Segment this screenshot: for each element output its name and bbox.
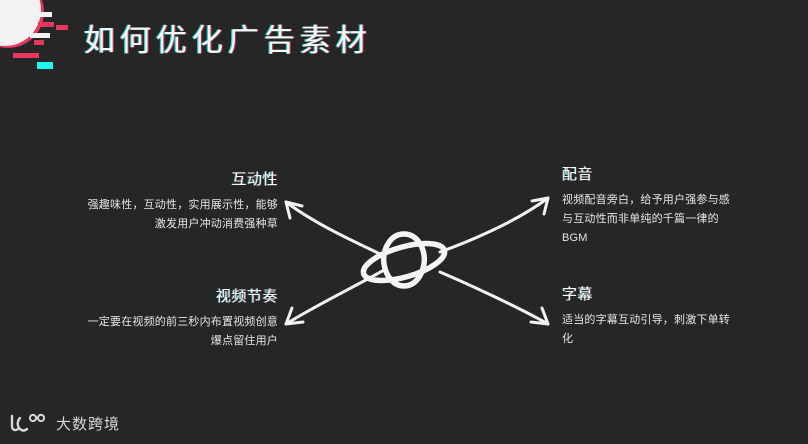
page-title: 如何优化广告素材 xyxy=(84,23,372,58)
arrow-up-left-icon xyxy=(284,200,386,258)
glitch-bar xyxy=(30,33,50,38)
dashu-logo-icon xyxy=(10,413,46,432)
glitch-bar xyxy=(34,40,44,45)
block-heading: 字幕 xyxy=(562,286,594,303)
content-block-subtitle: 字幕 适当的字幕互动引导，刺激下单转化 xyxy=(562,283,740,349)
block-body: 一定要在视频的前三秒内布置视频创意爆点留住用户 xyxy=(87,316,278,347)
glitch-bar xyxy=(18,4,28,9)
content-block-dubbing: 配音 视频配音旁白，给予用户强参与感与互动性而非单纯的千篇一律的BGM xyxy=(562,163,740,248)
arrow-down-right-icon xyxy=(438,270,550,326)
glitch-decoration-icon xyxy=(0,0,90,80)
block-body: 视频配音旁白，给予用户强参与感与互动性而非单纯的千篇一律的BGM xyxy=(562,194,730,244)
glitch-bar xyxy=(38,22,54,27)
block-body: 适当的字幕互动引导，刺激下单转化 xyxy=(562,314,730,345)
logo-text: 大数跨境 xyxy=(56,415,121,433)
block-heading: 视频节奏 xyxy=(215,288,278,305)
block-heading: 互动性 xyxy=(231,171,278,188)
glitch-bar xyxy=(13,53,39,58)
glitch-bar xyxy=(30,12,52,17)
block-body: 强趣味性，互动性，实用展示性，能够激发用户冲动消费强种草 xyxy=(87,199,278,230)
content-block-interactivity: 互动性 强趣味性，互动性，实用展示性，能够激发用户冲动消费强种草 xyxy=(78,168,278,234)
glitch-bar xyxy=(37,62,53,69)
brand-logo: 大数跨境 xyxy=(8,412,120,434)
glitch-bar xyxy=(56,25,68,30)
arrow-up-right-icon xyxy=(438,196,550,254)
content-block-rhythm: 视频节奏 一定要在视频的前三秒内布置视频创意爆点留住用户 xyxy=(78,285,278,351)
block-heading: 配音 xyxy=(562,166,594,183)
arrow-down-left-icon xyxy=(284,268,386,326)
